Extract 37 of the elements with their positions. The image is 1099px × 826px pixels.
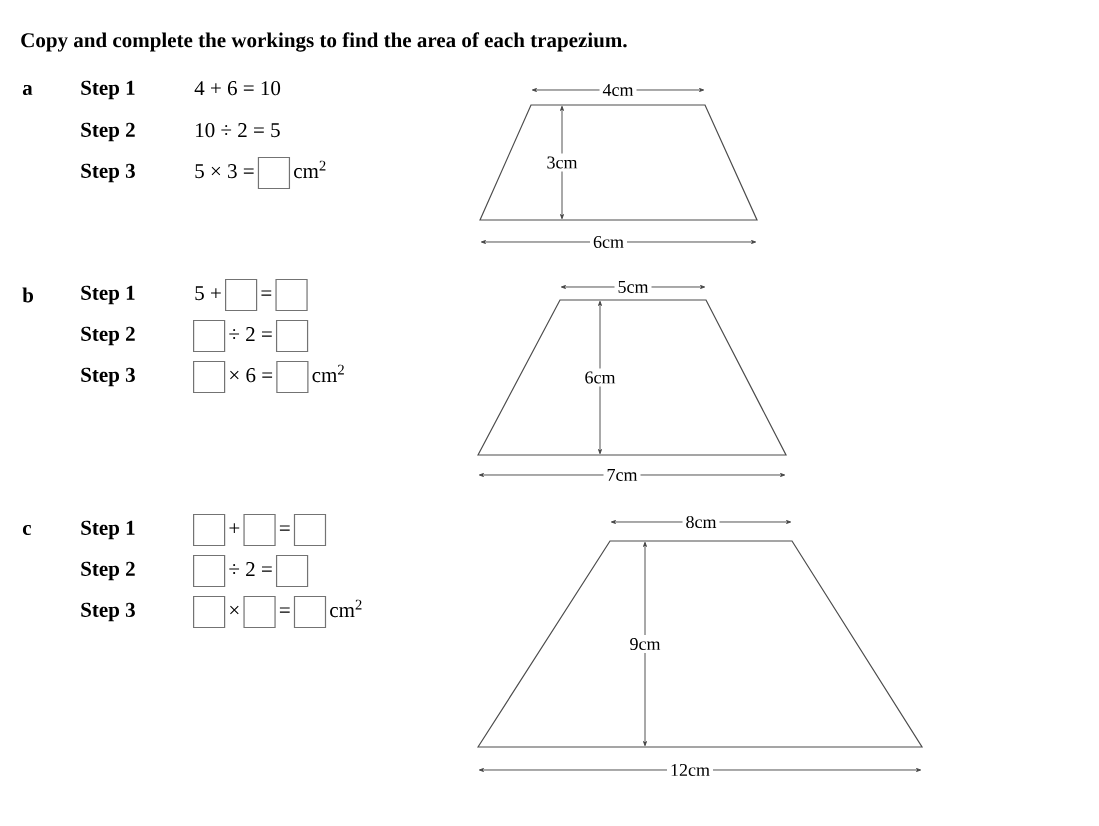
- working: 10 ÷ 2 = 5: [196, 123, 280, 138]
- working: cm$^{2}$: [294, 160, 326, 179]
- working: 4 + 6 = 10: [194, 81, 281, 96]
- step-label: Step 1: [81, 285, 135, 305]
- working: 5 × 3 =: [195, 164, 254, 179]
- working: =: [279, 607, 290, 613]
- dimension-label: 6cm: [590, 232, 627, 252]
- step-label: Step 3: [81, 163, 135, 183]
- working: =: [261, 290, 272, 296]
- dimension-label: 6cm: [581, 368, 619, 387]
- working: × 6 =: [230, 368, 273, 383]
- title: Copy and complete the workings to find the area of each trapezium.: [21, 32, 627, 52]
- part-letter: c: [22, 524, 31, 536]
- working: cm$^{2}$: [312, 364, 344, 383]
- working: +: [229, 523, 240, 533]
- working: cm$^{2}$: [330, 599, 362, 618]
- step-label: Step 3: [81, 602, 135, 622]
- dimension-label: 5cm: [614, 278, 652, 296]
- working: ×: [230, 605, 239, 615]
- step-label: Step 2: [81, 326, 135, 346]
- working: ÷ 2 =: [229, 327, 272, 341]
- working: ÷ 2 =: [229, 562, 272, 576]
- dimension-label: 7cm: [603, 466, 641, 484]
- step-label: Step 1: [81, 80, 135, 100]
- dimension-label: 12cm: [667, 760, 713, 780]
- dimension-label: 4cm: [599, 81, 637, 99]
- working: =: [279, 525, 290, 531]
- part-letter: a: [22, 84, 33, 95]
- dimension-label: 8cm: [682, 512, 720, 532]
- dimension-label: 9cm: [626, 634, 664, 654]
- dimension-label: 3cm: [543, 153, 581, 172]
- step-label: Step 3: [81, 367, 135, 387]
- part-letter: b: [22, 287, 34, 303]
- step-label: Step 2: [81, 122, 135, 142]
- working: 5 +: [195, 286, 221, 301]
- step-label: Step 1: [81, 520, 135, 540]
- step-label: Step 2: [81, 561, 135, 581]
